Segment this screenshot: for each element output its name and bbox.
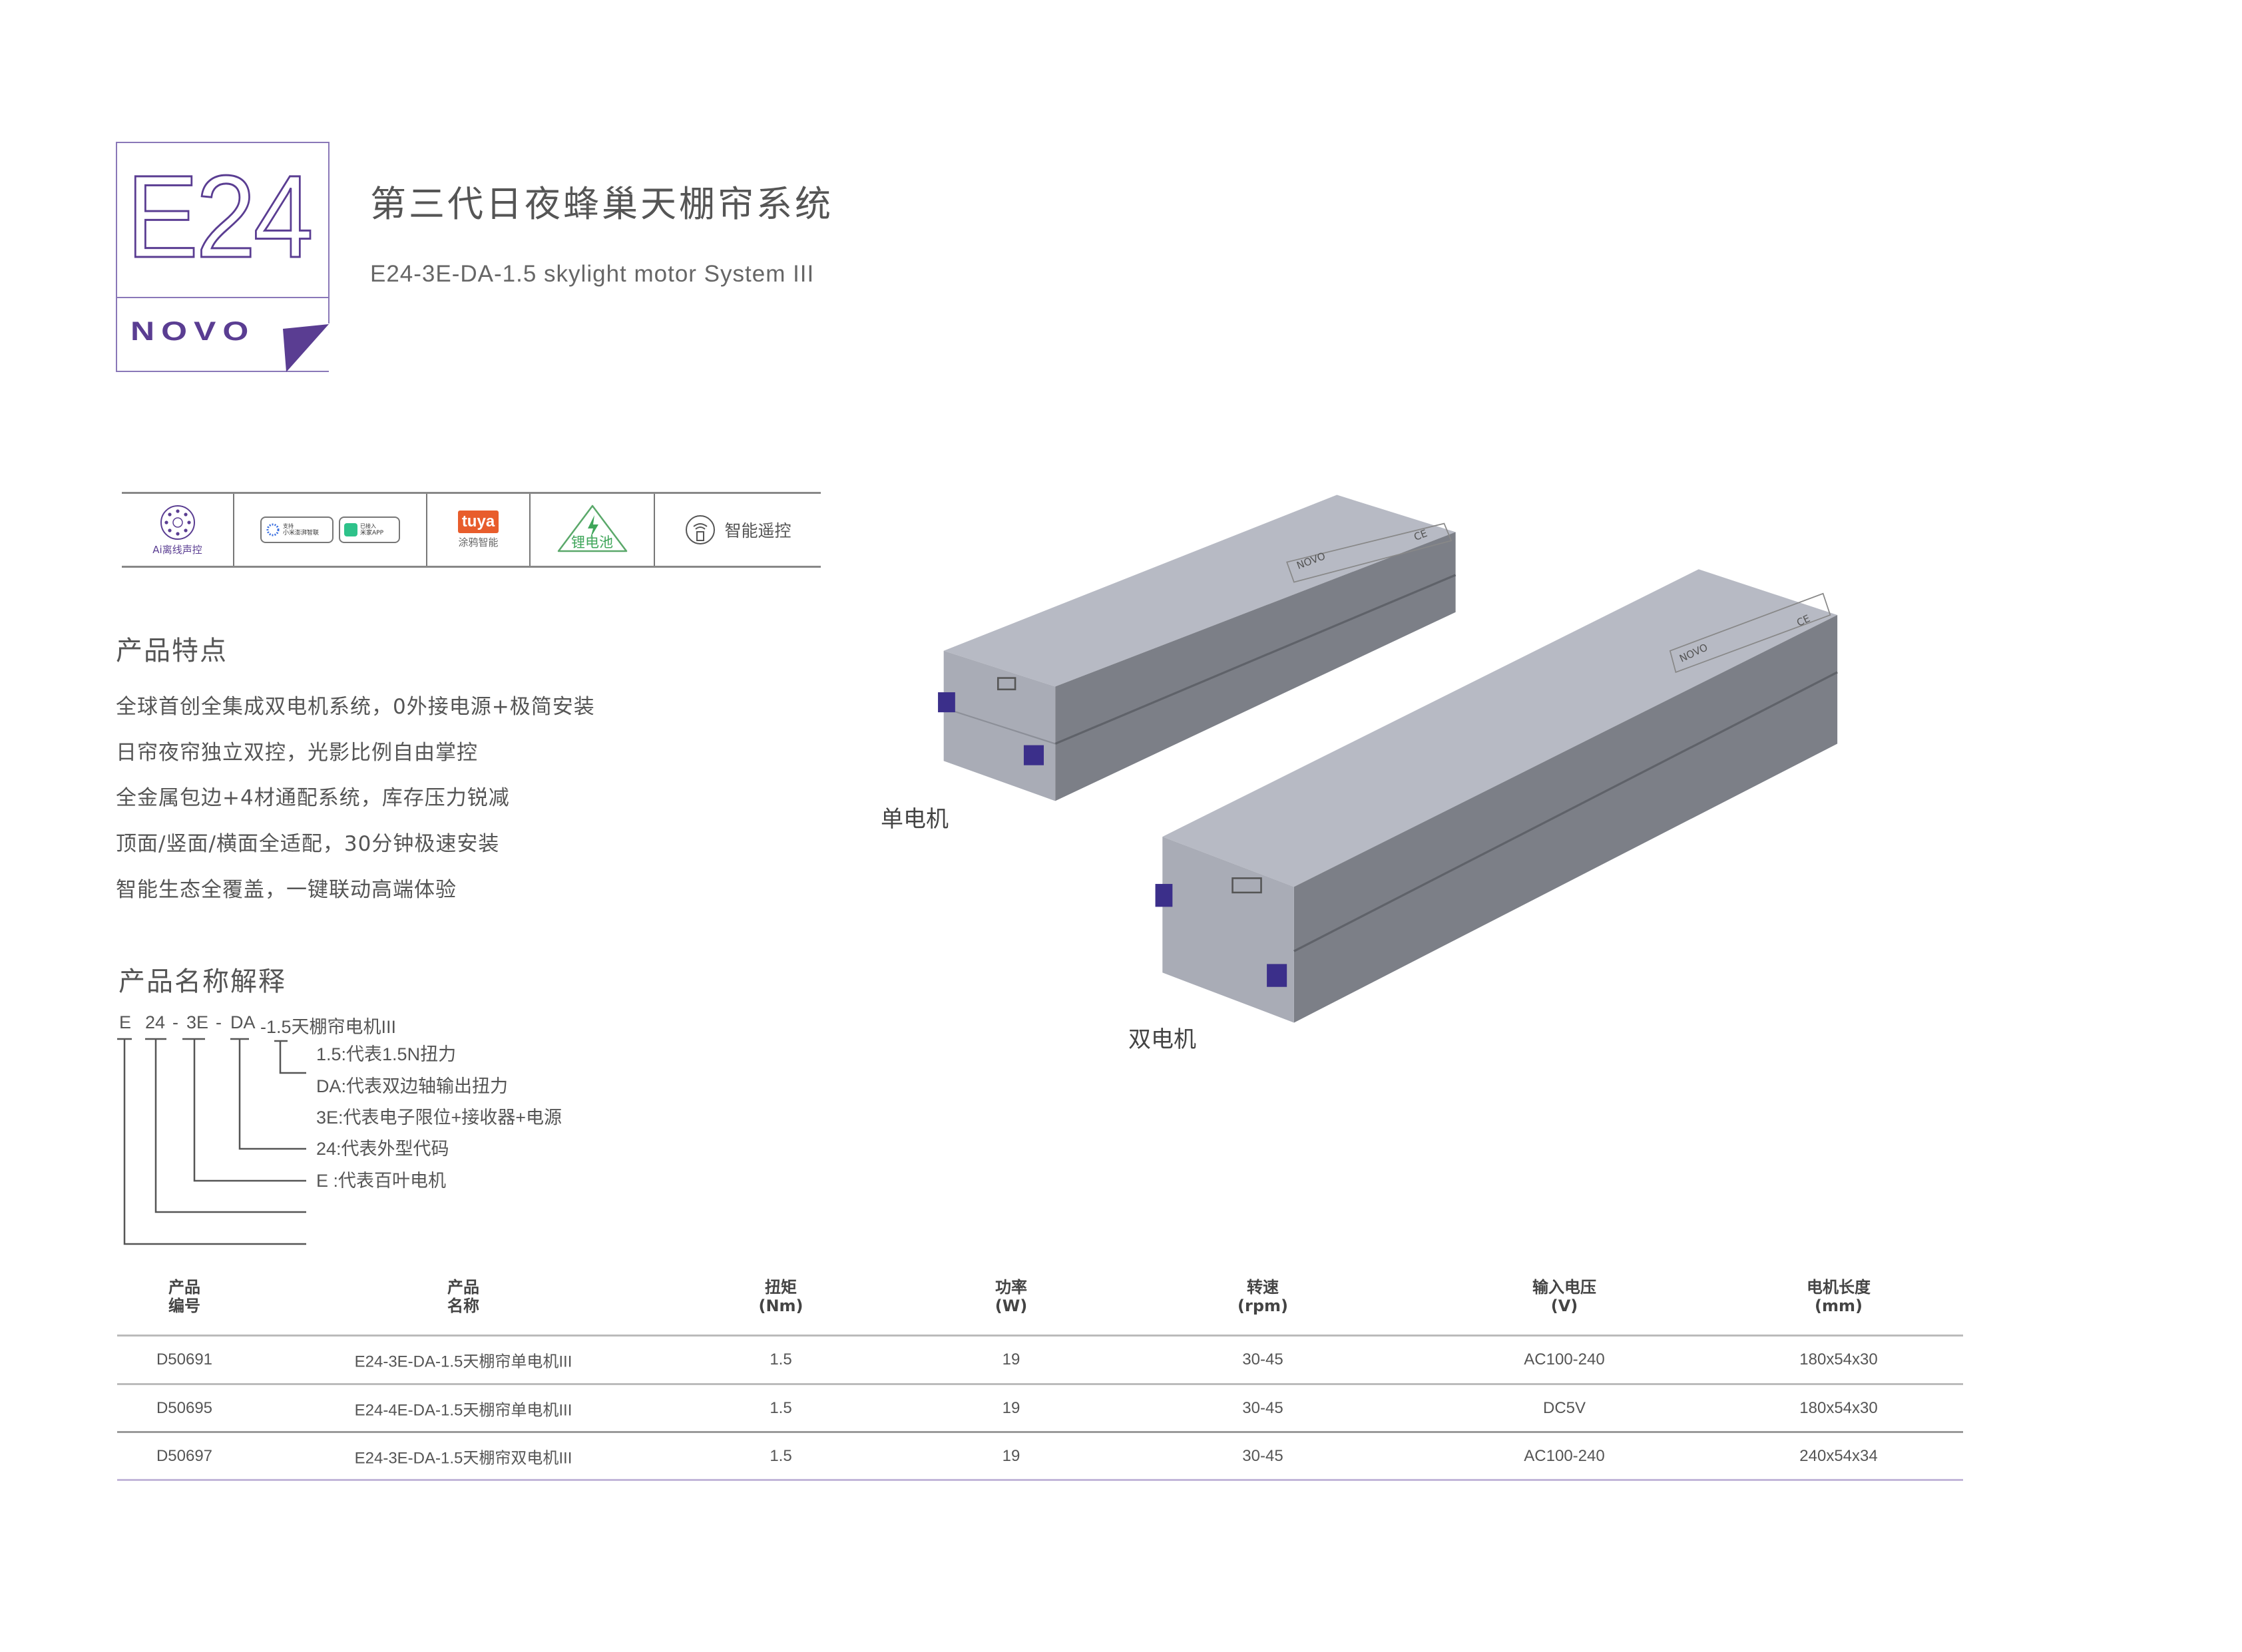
table-cell: 30-45: [1242, 1399, 1283, 1417]
table-cell: 19: [1002, 1399, 1020, 1417]
page-subtitle: E24-3E-DA-1.5 skylight motor System III: [370, 261, 815, 287]
badge-lithium-battery: 锂电池: [531, 494, 655, 566]
table-cell: 30-45: [1242, 1447, 1283, 1465]
table-cell: 180x54x30: [1799, 1350, 1878, 1368]
table-header: 扭矩(Nm): [758, 1278, 803, 1315]
double-motor-label: 双电机: [1128, 1026, 1196, 1053]
logo-divider: [116, 297, 329, 298]
badge-voice-control: Ai离线声控: [122, 494, 234, 566]
feature-item: 全球首创全集成双电机系统，0外接电源+极简安装: [116, 695, 595, 719]
table-cell: 1.5: [770, 1399, 792, 1417]
page-title: 第三代日夜蜂巢天棚帘系统: [370, 183, 833, 225]
table-cell: 30-45: [1242, 1350, 1283, 1368]
table-header: 输入电压(V): [1532, 1278, 1596, 1315]
feature-badge-strip: Ai离线声控 支持 小米澎湃智联 已接入 米家APP tuya 涂鸦智能 锂电池: [122, 492, 821, 568]
naming-part: -: [216, 1012, 222, 1032]
tuya-logo: tuya: [457, 511, 499, 533]
badge-line2: 米家APP: [360, 530, 384, 536]
remote-control-icon: [686, 515, 716, 544]
naming-explanation: 1.5:代表1.5N扭力: [316, 1044, 457, 1064]
table-cell: 1.5: [770, 1447, 792, 1465]
naming-part: -1.5天棚帘电机III: [260, 1017, 397, 1037]
table-cell: AC100-240: [1524, 1447, 1605, 1465]
logo-corner-fold: [116, 142, 330, 372]
table-cell: AC100-240: [1524, 1350, 1605, 1368]
table-cell: E24-3E-DA-1.5天棚帘双电机III: [354, 1449, 572, 1468]
badge-tuya: tuya 涂鸦智能: [427, 494, 531, 566]
badge-remote-control: 智能遥控: [655, 494, 821, 566]
badge-label: Ai离线声控: [152, 543, 202, 556]
table-divider: [117, 1431, 1963, 1433]
table-cell: E24-3E-DA-1.5天棚帘单电机III: [354, 1352, 572, 1371]
table-header: 产品编号: [168, 1278, 200, 1315]
table-cell: D50697: [156, 1447, 213, 1465]
badge-label: 锂电池: [571, 534, 613, 550]
naming-part: -: [172, 1012, 178, 1032]
badge-line1: 支持: [283, 523, 294, 529]
table-divider: [117, 1335, 1963, 1337]
naming-part: 24: [145, 1012, 166, 1032]
naming-explanation: DA:代表双边轴输出扭力: [316, 1076, 509, 1096]
badge-line2: 小米澎湃智联: [283, 530, 320, 536]
xiaomi-hyperconnect-icon: [266, 523, 280, 536]
table-cell: 240x54x34: [1799, 1447, 1878, 1465]
features-heading: 产品特点: [116, 636, 228, 666]
naming-connector-lines: [117, 1038, 306, 1245]
table-divider: [117, 1383, 1963, 1385]
single-motor-label: 单电机: [881, 806, 949, 833]
table-cell: 180x54x30: [1799, 1399, 1878, 1417]
naming-part: 3E: [186, 1012, 209, 1032]
logo-novo: NOVO: [130, 317, 256, 346]
naming-explanation: 24:代表外型代码: [316, 1139, 449, 1159]
feature-item: 日帘夜帘独立双控，光影比例自由掌控: [116, 741, 478, 765]
table-header: 功率(W): [995, 1278, 1028, 1315]
feature-item: 全金属包边+4材通配系统，库存压力锐减: [116, 786, 510, 810]
table-cell: 19: [1002, 1447, 1020, 1465]
badge-line1: 已接入: [360, 523, 376, 529]
table-header: 电机长度(mm): [1807, 1278, 1871, 1315]
naming-explanation: 3E:代表电子限位+接收器+电源: [316, 1108, 562, 1128]
table-cell: 19: [1002, 1350, 1020, 1368]
table-header: 产品名称: [447, 1278, 479, 1315]
cert-mark: CE: [1412, 527, 1429, 543]
table-header: 转速(rpm): [1237, 1278, 1288, 1315]
table-divider: [117, 1479, 1963, 1481]
single-motor-image: NOVO CE: [938, 495, 1457, 801]
feature-item: 智能生态全覆盖，一键联动高端体验: [116, 878, 457, 902]
table-cell: DC5V: [1542, 1399, 1586, 1417]
voice-control-icon: [160, 505, 195, 540]
table-cell: 1.5: [770, 1350, 792, 1368]
mijia-app-icon: [344, 523, 357, 536]
naming-part: E: [119, 1012, 132, 1032]
logo-model-mark: E24: [126, 152, 315, 282]
badge-label: 智能遥控: [724, 521, 791, 540]
xiaomi-hyperconnect-badge: 支持 小米澎湃智联: [260, 516, 334, 543]
badge-label: 涂鸦智能: [458, 536, 499, 548]
table-cell: E24-4E-DA-1.5天棚帘单电机III: [354, 1401, 572, 1420]
feature-item: 顶面/竖面/横面全适配，30分钟极速安装: [116, 832, 500, 856]
table-cell: D50695: [156, 1399, 213, 1417]
naming-explanation: E :代表百叶电机: [316, 1171, 447, 1191]
naming-heading: 产品名称解释: [118, 966, 286, 997]
naming-part: DA: [230, 1012, 256, 1032]
lithium-battery-icon: [557, 505, 628, 552]
table-cell: D50691: [156, 1350, 213, 1368]
badge-xiaomi: 支持 小米澎湃智联 已接入 米家APP: [234, 494, 427, 566]
mijia-app-badge: 已接入 米家APP: [339, 516, 400, 543]
double-motor-image: NOVO CE: [1155, 569, 1838, 1023]
